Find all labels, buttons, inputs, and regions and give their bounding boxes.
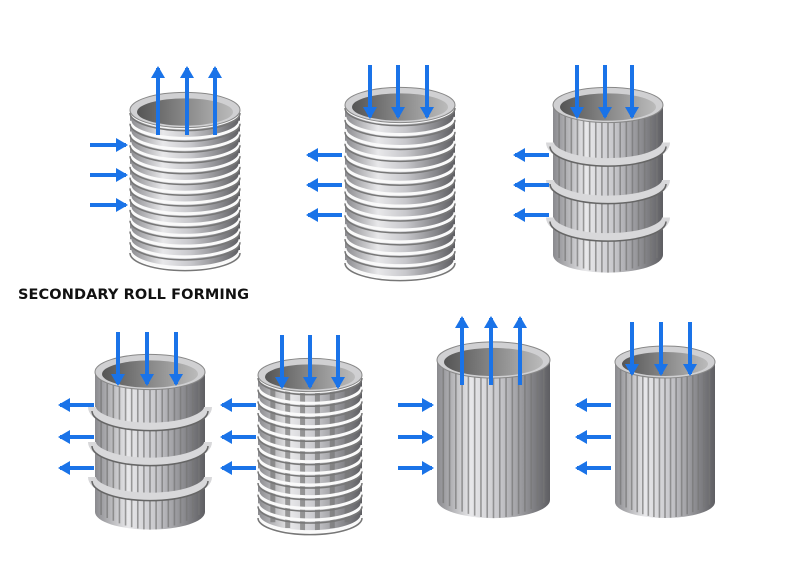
flow-arrows-6 — [398, 316, 527, 475]
screen-cylinder-5 — [256, 357, 364, 536]
flow-arrows-1 — [90, 66, 222, 212]
flow-arrows-7 — [575, 322, 697, 475]
flow-arrows-3 — [513, 65, 639, 222]
section-caption: SECONDARY ROLL FORMING — [18, 287, 250, 303]
flow-arrows-2 — [306, 65, 434, 222]
screen-cylinder-6 — [436, 341, 551, 519]
screen-cylinder-3 — [546, 86, 670, 273]
flow-arrows-5 — [220, 335, 345, 475]
flow-arrows-4 — [58, 332, 183, 475]
